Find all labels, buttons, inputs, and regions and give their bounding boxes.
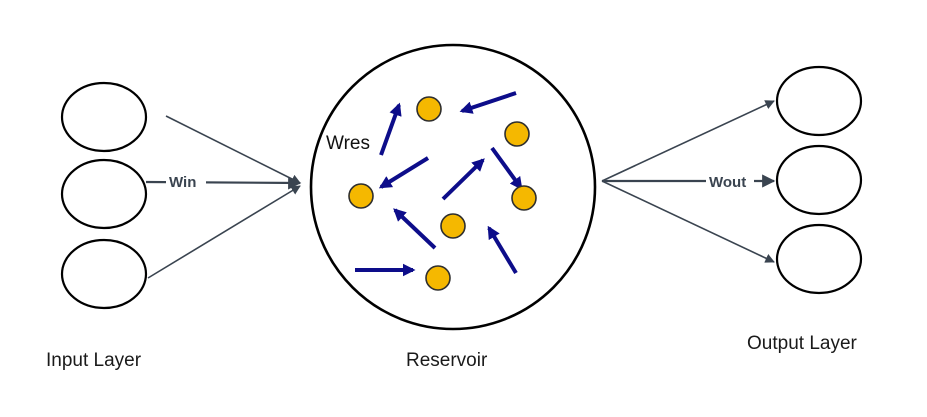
input-connection-arrow bbox=[147, 185, 301, 279]
input-node bbox=[60, 81, 148, 153]
output-layer-label: Output Layer bbox=[747, 333, 858, 354]
reservoir-arrow bbox=[487, 225, 518, 275]
reservoir: Wres bbox=[309, 43, 597, 331]
reservoir-units bbox=[348, 96, 537, 291]
reservoir-unit bbox=[348, 183, 374, 209]
output-weights-label: Wout bbox=[709, 174, 746, 191]
output-node bbox=[775, 65, 863, 137]
reservoir-unit bbox=[416, 96, 442, 122]
output-node bbox=[775, 223, 863, 295]
reservoir-unit bbox=[504, 121, 530, 147]
reservoir-arrow bbox=[379, 102, 402, 156]
input-connections bbox=[145, 115, 302, 279]
reservoir-recurrent-connections bbox=[355, 91, 523, 277]
reservoir-unit bbox=[511, 185, 537, 211]
input-layer bbox=[60, 81, 148, 310]
wout-label-background bbox=[706, 171, 754, 191]
input-weights-label: Win bbox=[169, 174, 196, 191]
input-layer-label: Input Layer bbox=[46, 350, 142, 371]
reservoir-weights-label: Wres bbox=[326, 133, 370, 154]
reservoir-arrow bbox=[441, 158, 485, 201]
output-node bbox=[775, 144, 863, 216]
reservoir-arrow bbox=[459, 91, 517, 114]
reservoir-unit bbox=[440, 213, 466, 239]
reservoir-label: Reservoir bbox=[406, 350, 488, 371]
reservoir-arrow bbox=[378, 156, 430, 189]
output-connection-arrow bbox=[601, 180, 775, 263]
input-node bbox=[60, 158, 148, 230]
output-connection-arrow bbox=[601, 100, 775, 182]
reservoir-arrow bbox=[490, 146, 523, 191]
input-node bbox=[60, 238, 148, 310]
reservoir-unit bbox=[425, 265, 451, 291]
output-layer bbox=[775, 65, 863, 295]
reservoir-arrow bbox=[393, 208, 437, 250]
input-connection-arrow bbox=[165, 115, 301, 184]
win-label-background bbox=[166, 171, 206, 191]
